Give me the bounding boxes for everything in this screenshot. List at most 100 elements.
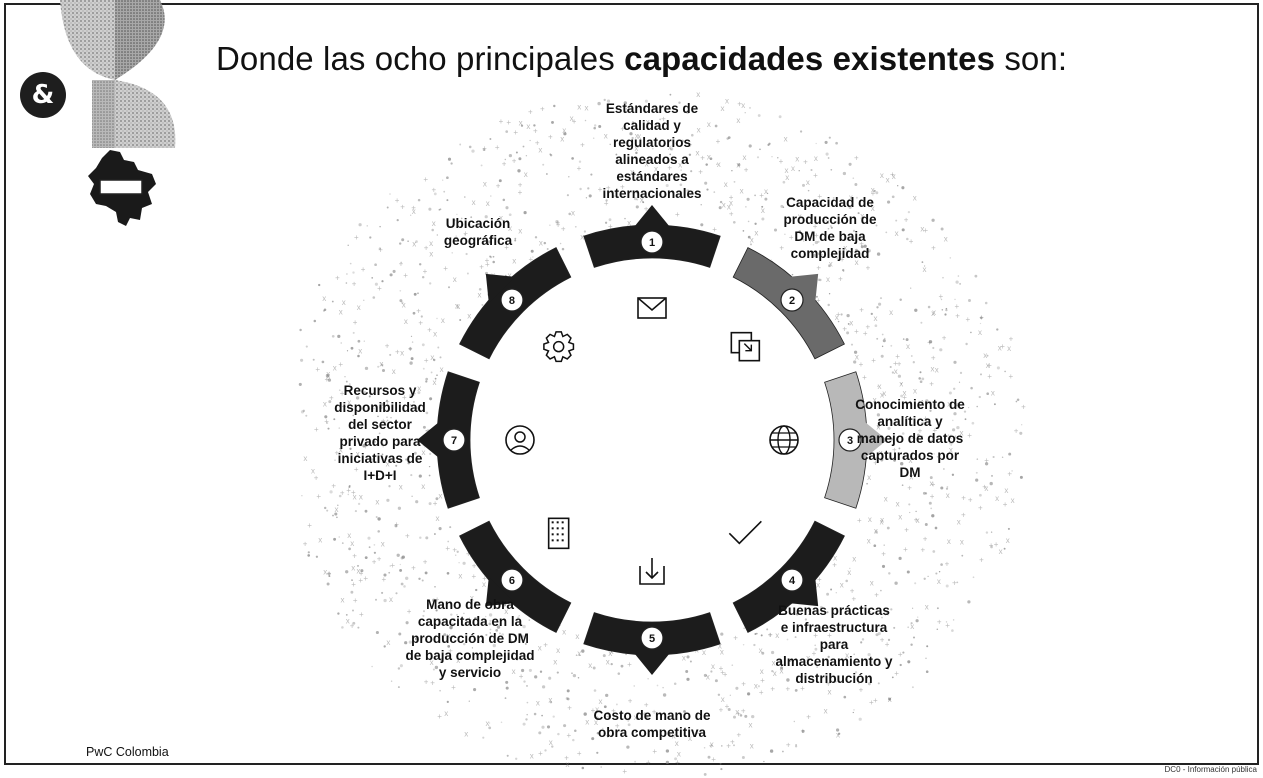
capability-label-line: del sector: [348, 417, 412, 432]
capability-pointer-2: [788, 273, 819, 304]
svg-text:+: +: [324, 417, 329, 426]
svg-text:x: x: [464, 730, 468, 739]
svg-text:+: +: [850, 587, 855, 596]
svg-text:x: x: [874, 527, 878, 536]
footer-company: PwC Colombia: [86, 745, 169, 759]
checkmark-icon: [728, 520, 762, 545]
svg-text:x: x: [536, 698, 540, 707]
svg-text:x: x: [608, 649, 612, 658]
svg-text:+: +: [611, 707, 616, 716]
svg-text:x: x: [322, 294, 326, 303]
svg-text:x: x: [894, 367, 898, 376]
svg-text:x: x: [402, 301, 406, 310]
svg-text:+: +: [606, 712, 611, 721]
svg-text:x: x: [697, 126, 701, 135]
svg-text:x: x: [984, 484, 988, 493]
svg-text:+: +: [644, 701, 649, 710]
svg-text:+: +: [897, 360, 902, 369]
svg-text:+: +: [961, 493, 966, 502]
svg-text:x: x: [910, 622, 914, 631]
footer-classification: DC0 - Información pública: [1164, 765, 1257, 774]
capability-pointer-1: [633, 205, 671, 228]
svg-text:x: x: [852, 555, 856, 564]
capability-label-line: Conocimiento de: [855, 397, 965, 412]
svg-text:+: +: [412, 390, 417, 399]
svg-text:x: x: [874, 314, 878, 323]
capability-label-line: regulatorios: [612, 135, 691, 150]
capability-label-line: iniciativas de: [337, 451, 423, 466]
capability-label-line: Capacidad de: [786, 195, 874, 210]
svg-text:x: x: [696, 149, 700, 158]
svg-text:+: +: [929, 379, 934, 388]
svg-text:+: +: [873, 696, 878, 705]
svg-text:x: x: [326, 370, 330, 379]
capability-label-line: complejidad: [790, 246, 870, 261]
svg-text:+: +: [372, 558, 377, 567]
svg-text:+: +: [626, 716, 631, 725]
svg-text:x: x: [318, 536, 322, 545]
svg-text:x: x: [580, 233, 584, 242]
svg-text:+: +: [869, 199, 874, 208]
capability-label-line: Estándares de: [605, 101, 699, 116]
capability-label-line: manejo de datos: [856, 431, 964, 446]
svg-text:x: x: [785, 166, 789, 175]
capability-label-line: internacionales: [602, 186, 702, 201]
svg-text:x: x: [486, 199, 490, 208]
capability-label-line: calidad y: [623, 118, 681, 133]
capability-label-line: obra competitiva: [597, 725, 707, 740]
capability-number-badge-8: [500, 288, 524, 312]
svg-text:+: +: [854, 154, 859, 163]
svg-text:x: x: [983, 351, 987, 360]
svg-text:x: x: [682, 653, 686, 662]
capability-label-line: e infraestructura: [780, 620, 888, 635]
capability-number-5: 5: [649, 633, 655, 645]
svg-text:x: x: [947, 537, 951, 546]
svg-text:+: +: [759, 191, 764, 200]
svg-text:+: +: [869, 698, 874, 707]
svg-text:+: +: [622, 767, 627, 776]
svg-text:+: +: [346, 486, 351, 495]
capability-label-line: DM: [899, 465, 921, 480]
capability-label-line: de baja complejidad: [405, 648, 535, 663]
svg-text:+: +: [789, 233, 794, 242]
svg-text:+: +: [395, 196, 400, 205]
svg-text:x: x: [785, 173, 789, 182]
svg-text:x: x: [836, 731, 840, 740]
svg-text:+: +: [800, 684, 805, 693]
svg-text:x: x: [947, 400, 951, 409]
capability-label-line: y servicio: [438, 665, 502, 680]
svg-text:x: x: [717, 160, 721, 169]
svg-text:x: x: [937, 577, 941, 586]
svg-text:+: +: [564, 753, 569, 762]
svg-text:+: +: [435, 595, 440, 604]
svg-text:+: +: [898, 650, 903, 659]
capability-number-badge-5: [640, 626, 664, 650]
svg-text:x: x: [879, 448, 883, 457]
svg-text:x: x: [436, 514, 440, 523]
svg-text:+: +: [859, 306, 864, 315]
svg-text:x: x: [871, 186, 875, 195]
svg-text:x: x: [722, 201, 726, 210]
svg-text:+: +: [506, 118, 511, 127]
svg-text:+: +: [385, 398, 390, 407]
svg-text:+: +: [726, 742, 731, 751]
svg-text:+: +: [895, 352, 900, 361]
svg-text:x: x: [604, 132, 608, 141]
svg-text:+: +: [978, 504, 983, 513]
svg-text:+: +: [779, 157, 784, 166]
capability-label-line: Buenas prácticas: [778, 603, 890, 618]
svg-text:x: x: [323, 399, 327, 408]
svg-text:+: +: [923, 414, 928, 423]
capability-label-line: almacenamiento y: [775, 654, 893, 669]
svg-text:+: +: [467, 615, 472, 624]
ampersand-badge: &: [20, 72, 66, 118]
svg-text:x: x: [886, 175, 890, 184]
svg-text:+: +: [540, 105, 545, 114]
svg-text:+: +: [949, 439, 954, 448]
svg-text:x: x: [392, 367, 396, 376]
svg-text:x: x: [702, 648, 706, 657]
svg-text:+: +: [329, 394, 334, 403]
capability-label-line: DM de baja: [794, 229, 866, 244]
